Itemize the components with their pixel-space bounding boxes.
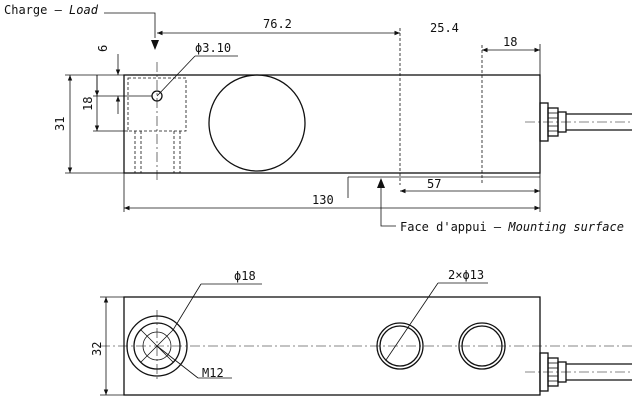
mounting-label: Face d'appui – xyxy=(400,220,508,234)
load-leader xyxy=(104,12,156,38)
svg-text:Charge – Load: Charge – Load xyxy=(4,3,99,17)
beam-body-side xyxy=(123,74,541,174)
dim-76-2: 76.2 xyxy=(263,17,292,31)
dim-31: 31 xyxy=(53,117,67,131)
dim-57: 57 xyxy=(427,177,441,191)
cable-gland-side xyxy=(525,102,632,142)
dim-25-4: 25.4 xyxy=(430,21,459,35)
mounting-leader xyxy=(380,188,396,227)
top-view: ϕ18 M12 2×ϕ13 32 xyxy=(90,268,632,396)
dim-2x-phi-13: 2×ϕ13 xyxy=(448,268,484,282)
cable-gland-top xyxy=(525,352,632,392)
mounting-hole-1 xyxy=(376,322,424,370)
dim-18-left: 18 xyxy=(81,97,95,111)
gauge-pocket xyxy=(208,74,306,172)
dim-hole-3-10: ϕ3.10 xyxy=(195,41,231,55)
mounting-label-italic: Mounting surface xyxy=(507,220,624,234)
dim-phi-18: ϕ18 xyxy=(234,269,256,283)
dim-32: 32 xyxy=(90,342,104,356)
load-label: Charge – xyxy=(4,3,69,17)
mounting-hole-2 xyxy=(458,322,506,370)
load-label-italic: Load xyxy=(69,3,99,17)
dim-130: 130 xyxy=(312,193,334,207)
dim-18-top: 18 xyxy=(503,35,517,49)
dim-m12: M12 xyxy=(202,366,224,380)
load-arrow-icon xyxy=(151,40,159,50)
mounting-arrow-icon xyxy=(377,178,385,188)
svg-text:Face d'appui – Mounting surfac: Face d'appui – Mounting surface xyxy=(400,220,624,234)
side-view: Charge – Load 76.2 25.4 18 6 ϕ3.10 18 31 xyxy=(4,3,632,234)
dim-6: 6 xyxy=(96,45,110,52)
